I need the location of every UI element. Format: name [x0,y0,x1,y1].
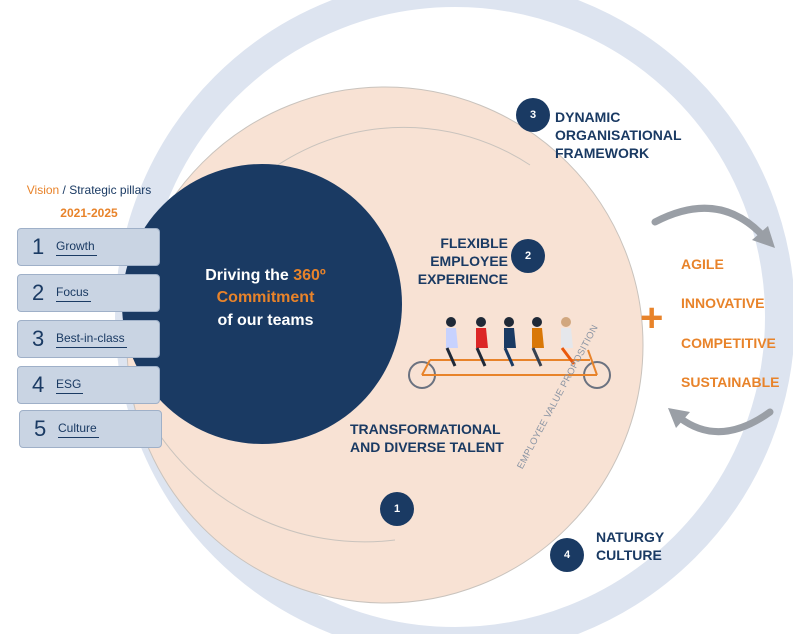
node-3-line3: FRAMEWORK [555,145,650,162]
node-3-label: DYNAMIC ORGANISATIONAL FRAMEWORK [555,108,682,163]
node-3-line1: DYNAMIC [555,109,621,125]
vision-title-accent: Vision [26,183,60,197]
node-2-label: FLEXIBLE EMPLOYEE EXPERIENCE [398,234,508,289]
center-line2: Commitment [216,289,315,307]
center-line3: of our teams [217,311,314,329]
node-1-label: TRANSFORMATIONAL AND DIVERSE TALENT [350,420,504,456]
attribute-agile: AGILE [681,256,724,272]
attribute-innovative: INNOVATIVE [681,295,765,311]
pillar-number: 2 [32,280,45,305]
pillar-esg[interactable]: 4 ESG [17,366,160,404]
curved-arrow-icon [668,408,774,436]
vision-title-rest: Strategic pillars [69,183,152,197]
node-1-line2: AND DIVERSE TALENT [350,439,504,456]
pillar-best-in-class[interactable]: 3 Best-in-class [17,320,160,358]
pillar-label: Culture [58,421,99,438]
pillar-number: 4 [32,372,45,397]
node-2-line2: EMPLOYEE [430,253,508,270]
pillar-focus[interactable]: 2 Focus [17,274,160,312]
node-1-badge: 1 [380,492,414,526]
attribute-competitive: COMPETITIVE [681,335,776,351]
node-2-badge: 2 [511,239,545,273]
node-4-line1: NATURGY [596,529,665,545]
pillar-label: Best-in-class [56,331,127,348]
center-headline: Driving the 360º Commitment of our teams [178,265,353,332]
pillar-culture[interactable]: 5 Culture [19,410,162,448]
pillar-label: Focus [56,285,91,302]
navy-circle [122,164,402,444]
node-4-label: NATURGY CULTURE [596,528,664,564]
node-4-line2: CULTURE [596,547,662,564]
pillar-number: 1 [32,234,45,259]
node-1-line1: TRANSFORMATIONAL [350,421,501,437]
center-line1-b: 360º [293,267,326,284]
vision-title-sep: / [59,183,70,197]
pillar-label: Growth [56,239,97,256]
node-2-line3: EXPERIENCE [417,271,508,288]
node-2-line1: FLEXIBLE [440,235,508,251]
pillar-growth[interactable]: 1 Growth [17,228,160,266]
pillar-label: ESG [56,377,84,394]
orbit-line-lower [149,419,396,543]
plus-icon: + [640,296,664,340]
vision-years: 2021-2025 [60,206,118,220]
node-4-badge: 4 [550,538,584,572]
attribute-sustainable: SUSTAINABLE [681,374,780,390]
pillar-number: 3 [32,326,45,351]
pillar-number: 5 [34,416,47,441]
node-3-line2: ORGANISATIONAL [555,127,682,144]
node-3-badge: 3 [516,98,550,132]
tandem-bicycle-icon [408,317,611,389]
vision-title: Vision / Strategic pillars [8,183,170,197]
center-line1-a: Driving the [205,267,294,284]
curved-arrow-icon [651,204,775,248]
